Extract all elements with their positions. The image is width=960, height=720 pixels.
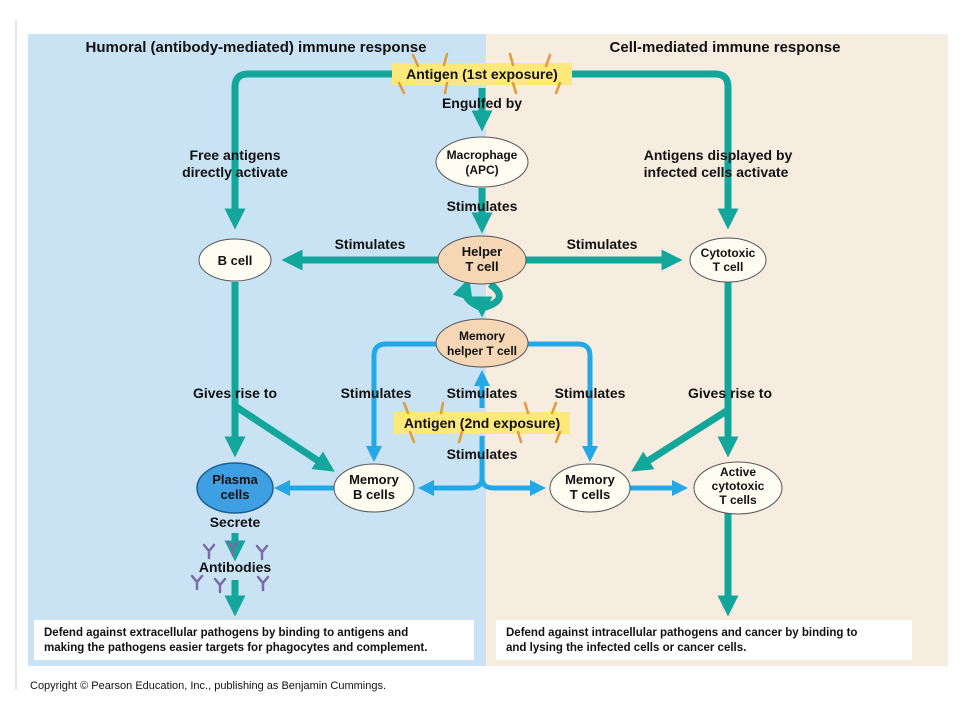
- svg-text:B cells: B cells: [353, 487, 395, 502]
- label-secrete: Secrete: [210, 514, 261, 530]
- node-plasma-cells: Plasma cells: [196, 462, 274, 514]
- svg-text:Memory: Memory: [565, 472, 616, 487]
- label-gives-rise-to-cell: Gives rise to: [688, 385, 772, 401]
- arrow-antigen-to-cytotoxic: [572, 70, 739, 230]
- copyright-notice: Copyright © Pearson Education, Inc., pub…: [30, 680, 386, 692]
- arrow-b-cell-to-memory-b: [233, 403, 335, 472]
- label-stimulates-antigen2: Stimulates: [447, 446, 518, 462]
- cell-mediated-header: Cell-mediated immune response: [610, 39, 841, 56]
- arrow-cytotoxic-to-memory-t: [631, 407, 730, 472]
- svg-text:T cells: T cells: [719, 493, 757, 507]
- arrow-memory-helper-to-memory-b: [365, 341, 438, 463]
- node-b-cell: B cell: [198, 238, 272, 282]
- svg-text:B cell: B cell: [218, 253, 253, 268]
- secondary-response-arrows: [273, 341, 689, 497]
- antigen-2nd-exposure: Antigen (2nd exposure): [394, 401, 570, 444]
- node-macrophage: Macrophage (APC): [435, 136, 529, 188]
- label-antigens-displayed: Antigens displayed by: [644, 147, 793, 163]
- primary-response-arrows: [224, 70, 739, 617]
- cell-mediated-caption: Defend against intracellular pathogens a…: [496, 620, 912, 660]
- antigen-1st-exposure: Antigen (1st exposure): [392, 52, 572, 95]
- antigen-2nd-label: Antigen (2nd exposure): [404, 415, 560, 431]
- humoral-header: Humoral (antibody-mediated) immune respo…: [86, 39, 427, 56]
- humoral-panel: [28, 34, 486, 666]
- svg-text:T cells: T cells: [570, 487, 610, 502]
- label-free-antigens: Free antigens: [189, 147, 280, 163]
- label-engulfed-by: Engulfed by: [442, 95, 522, 111]
- svg-text:Active: Active: [720, 465, 756, 479]
- svg-text:Memory: Memory: [459, 329, 505, 343]
- label-stimulates-memory-b: Stimulates: [341, 385, 412, 401]
- svg-text:making the pathogens easier ta: making the pathogens easier targets for …: [44, 642, 427, 654]
- svg-text:Defend against intracellular p: Defend against intracellular pathogens a…: [506, 627, 857, 639]
- svg-text:Helper: Helper: [462, 244, 502, 259]
- antigen-spike-icons: [402, 401, 562, 444]
- arrow-antigen2-to-memory-t: [479, 477, 547, 497]
- node-cytotoxic-t-cell: Cytotoxic T cell: [689, 237, 767, 283]
- antigen-2nd-box: [394, 412, 570, 434]
- svg-text:Defend against extracellular p: Defend against extracellular pathogens b…: [44, 627, 408, 639]
- node-active-cytotoxic-t-cells: Active cytotoxic T cells: [693, 461, 783, 515]
- node-helper-t-cell: Helper T cell: [437, 235, 527, 285]
- svg-text:helper T cell: helper T cell: [447, 344, 517, 358]
- node-memory-b-cells: Memory B cells: [333, 463, 415, 513]
- svg-text:T cell: T cell: [465, 259, 498, 274]
- antigen-1st-box: [392, 63, 572, 85]
- svg-text:Macrophage: Macrophage: [447, 148, 518, 162]
- node-memory-helper-t-cell: Memory helper T cell: [435, 318, 529, 368]
- label-directly-activate: directly activate: [182, 164, 288, 180]
- svg-text:Plasma: Plasma: [212, 472, 258, 487]
- label-gives-rise-to-humoral: Gives rise to: [193, 385, 277, 401]
- svg-text:T cell: T cell: [713, 260, 744, 274]
- svg-text:cells: cells: [221, 487, 250, 502]
- label-stimulates-b-cell: Stimulates: [335, 236, 406, 252]
- arrow-memory-helper-to-memory-t: [527, 341, 599, 463]
- arrow-antigen-to-b-cell: [224, 70, 392, 230]
- antigen-spike-icons: [397, 52, 562, 95]
- node-memory-t-cells: Memory T cells: [549, 463, 631, 513]
- label-stimulates-macrophage: Stimulates: [447, 198, 518, 214]
- label-infected-cells-activate: infected cells activate: [644, 164, 789, 180]
- svg-text:cytotoxic: cytotoxic: [712, 479, 765, 493]
- svg-text:(APC): (APC): [465, 163, 498, 177]
- antigen-1st-label: Antigen (1st exposure): [406, 66, 558, 82]
- humoral-caption: Defend against extracellular pathogens b…: [34, 620, 474, 660]
- antibody-icons: [190, 540, 270, 594]
- label-antibodies: Antibodies: [199, 559, 272, 575]
- cell-mediated-panel: [486, 34, 948, 666]
- svg-text:and lysing the infected cells: and lysing the infected cells or cancer …: [506, 642, 746, 654]
- label-stimulates-cytotoxic: Stimulates: [567, 236, 638, 252]
- svg-text:Memory: Memory: [349, 472, 400, 487]
- svg-text:Cytotoxic: Cytotoxic: [701, 246, 756, 260]
- label-stimulates-memory-t: Stimulates: [555, 385, 626, 401]
- label-stimulates-memory-helper: Stimulates: [447, 385, 518, 401]
